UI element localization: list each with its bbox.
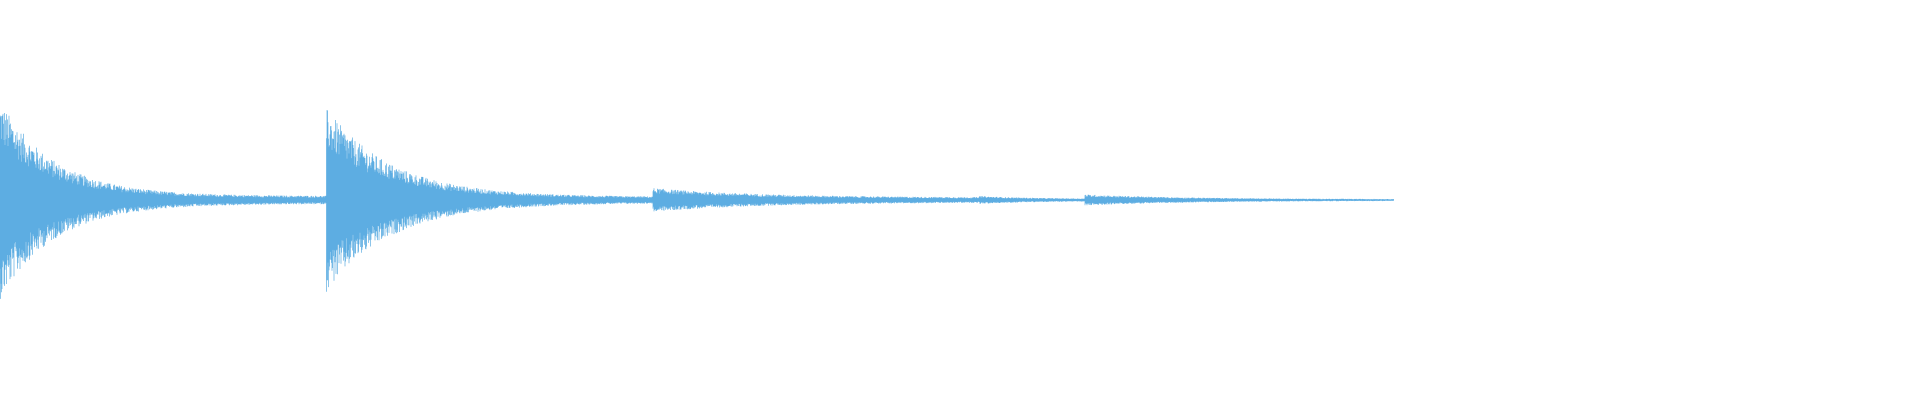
waveform-samples xyxy=(0,110,1394,299)
